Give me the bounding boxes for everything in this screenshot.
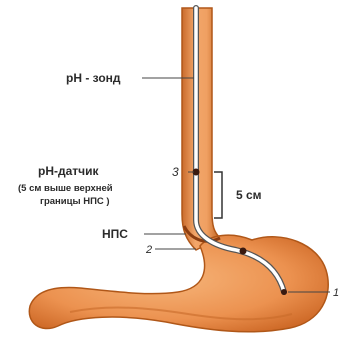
- label-distance: 5 см: [236, 188, 262, 202]
- esophagus: [182, 8, 220, 250]
- label-sphincter: НПС: [102, 227, 128, 241]
- marker-3: 3: [172, 165, 179, 179]
- label-ph-probe: pH - зонд: [66, 71, 121, 85]
- distance-bracket: [214, 172, 222, 218]
- label-sensor-note-1: (5 см выше верхней: [18, 183, 113, 194]
- label-sensor-note-2: границы НПС ): [40, 196, 110, 207]
- marker-2: 2: [145, 244, 152, 256]
- sensor-1-dot: [281, 289, 287, 295]
- marker-1: 1: [333, 287, 339, 299]
- sensor-2-dot: [240, 248, 247, 255]
- label-ph-sensor: pH-датчик: [38, 164, 100, 178]
